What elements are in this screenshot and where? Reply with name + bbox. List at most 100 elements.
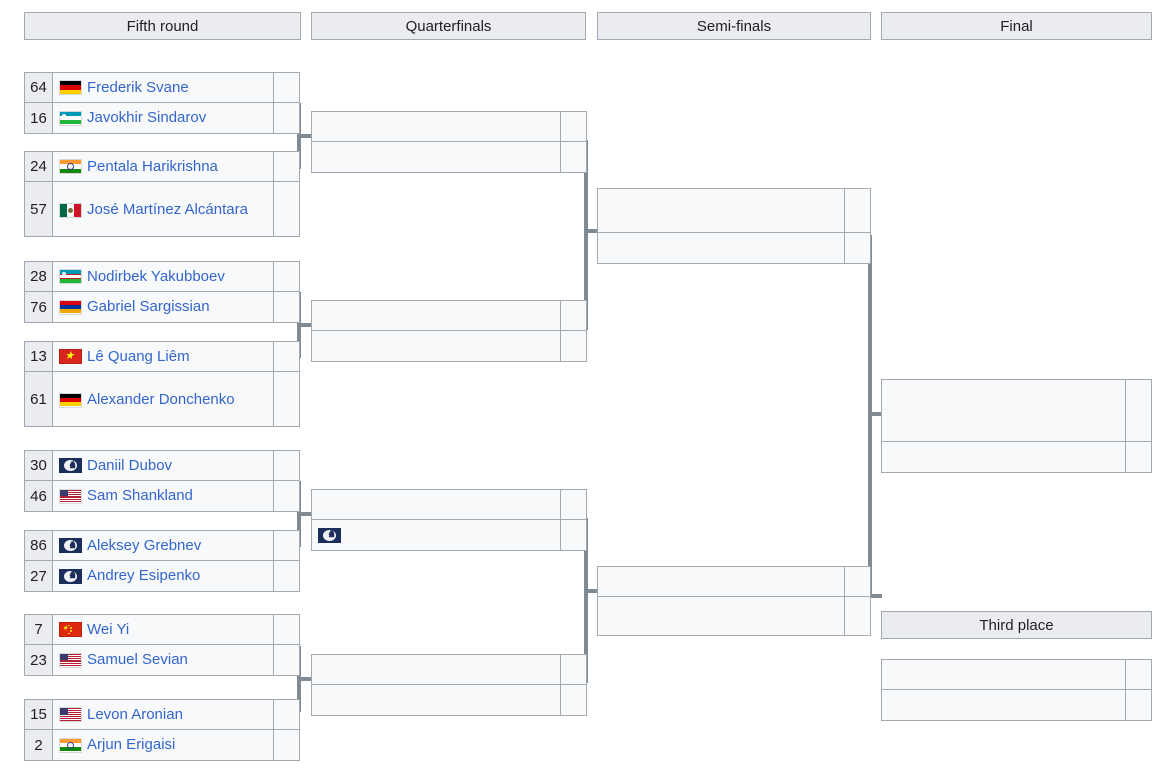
bracket-slot[interactable]: ♞ — [311, 520, 587, 551]
score-cell — [1125, 442, 1151, 472]
bracket-slot[interactable]: 46 Sam Shankland — [24, 481, 300, 512]
bracket-slot[interactable]: 64 Frederik Svane — [24, 72, 300, 103]
bracket-slot[interactable] — [881, 379, 1152, 442]
player-name[interactable]: Javokhir Sindarov — [87, 109, 207, 126]
seed-number: 57 — [25, 182, 53, 236]
player-cell[interactable] — [882, 703, 1125, 707]
player-cell[interactable] — [312, 155, 560, 159]
player-name[interactable]: Lê Quang Liêm — [87, 347, 190, 365]
player-name[interactable]: Sam Shankland — [87, 487, 193, 504]
connector-line — [868, 412, 882, 416]
bracket-slot[interactable] — [311, 142, 587, 173]
connector-line — [868, 594, 882, 598]
bracket-slot[interactable] — [311, 111, 587, 142]
player-name[interactable]: Frederik Svane — [87, 78, 189, 96]
score-cell — [273, 372, 299, 426]
player-name[interactable]: Nodirbek Yakubboev — [87, 267, 225, 285]
player-cell[interactable] — [882, 673, 1125, 677]
player-cell[interactable] — [312, 503, 560, 507]
bracket-slot[interactable]: 2 Arjun Erigaisi — [24, 730, 300, 761]
player-cell[interactable]: ♞ Aleksey Grebnev — [53, 531, 273, 560]
player-name[interactable]: Daniil Dubov — [87, 456, 173, 474]
bracket-slot[interactable] — [311, 489, 587, 520]
player-name[interactable]: Levon Aronian — [87, 705, 183, 723]
bracket-slot[interactable]: 57 José Martínez Alcántara — [24, 182, 300, 237]
score-cell — [560, 685, 586, 715]
player-cell[interactable]: ♞ — [312, 526, 560, 545]
score-cell — [1125, 660, 1151, 689]
bracket-slot[interactable]: 7 ★ Wei Yi — [24, 614, 300, 645]
player-name[interactable]: Samuel Sevian — [87, 651, 188, 668]
player-name[interactable]: Arjun Erigaisi — [87, 736, 176, 753]
player-name[interactable]: Andrey Esipenko — [87, 567, 201, 584]
player-cell[interactable]: Javokhir Sindarov — [53, 103, 273, 133]
player-name[interactable]: Gabriel Sargissian — [87, 298, 210, 315]
bracket-slot[interactable] — [597, 597, 871, 636]
bracket-slot[interactable]: 15 Levon Aronian — [24, 699, 300, 730]
player-cell[interactable] — [598, 580, 844, 584]
seed-number: 46 — [25, 481, 53, 511]
bracket-slot[interactable] — [881, 690, 1152, 721]
flag-germany-icon — [59, 80, 82, 95]
player-cell[interactable] — [882, 455, 1125, 459]
player-cell[interactable]: ★ Wei Yi — [53, 615, 273, 644]
match-fifth-round-2: 24 Pentala Harikrishna 57 José Martínez … — [24, 151, 300, 237]
bracket-slot[interactable]: 61 Alexander Donchenko — [24, 372, 300, 427]
bracket-slot[interactable]: 27 ♞ Andrey Esipenko — [24, 561, 300, 592]
player-cell[interactable]: Sam Shankland — [53, 481, 273, 511]
player-cell[interactable]: José Martínez Alcántara — [53, 182, 273, 236]
player-cell[interactable] — [312, 125, 560, 129]
player-cell[interactable]: Gabriel Sargissian — [53, 292, 273, 322]
bracket-slot[interactable]: 86 ♞ Aleksey Grebnev — [24, 530, 300, 561]
bracket-slot[interactable] — [597, 233, 871, 264]
bracket-slot[interactable]: 30 ♞ Daniil Dubov — [24, 450, 300, 481]
score-cell — [273, 645, 299, 675]
bracket-slot[interactable]: 13 ★ Lê Quang Liêm — [24, 341, 300, 372]
player-name[interactable]: José Martínez Alcántara — [87, 201, 248, 218]
player-cell[interactable]: Levon Aronian — [53, 700, 273, 729]
player-cell[interactable] — [598, 614, 844, 618]
flag-united-states-icon — [59, 707, 82, 722]
bracket-slot[interactable] — [881, 659, 1152, 690]
player-cell[interactable]: Alexander Donchenko — [53, 372, 273, 426]
player-cell[interactable]: Frederik Svane — [53, 73, 273, 102]
player-cell[interactable] — [312, 668, 560, 672]
flag-fide-icon: ♞ — [318, 527, 341, 543]
player-name[interactable]: Wei Yi — [87, 620, 130, 638]
player-cell[interactable]: ★ Lê Quang Liêm — [53, 342, 273, 371]
player-cell[interactable] — [598, 246, 844, 250]
bracket-slot[interactable] — [311, 685, 587, 716]
bracket-slot[interactable]: 28 Nodirbek Yakubboev — [24, 261, 300, 292]
player-cell[interactable] — [598, 209, 844, 213]
score-cell — [273, 262, 299, 291]
player-name[interactable]: Pentala Harikrishna — [87, 157, 218, 175]
bracket-slot[interactable] — [311, 300, 587, 331]
player-cell[interactable]: ♞ Daniil Dubov — [53, 451, 273, 480]
player-name[interactable]: Aleksey Grebnev — [87, 536, 202, 554]
flag-fide-icon: ♞ — [59, 538, 82, 553]
player-cell[interactable]: Samuel Sevian — [53, 645, 273, 675]
bracket-slot[interactable] — [597, 566, 871, 597]
player-cell[interactable] — [312, 344, 560, 348]
bracket-slot[interactable]: 24 Pentala Harikrishna — [24, 151, 300, 182]
player-cell[interactable]: ♞ Andrey Esipenko — [53, 561, 273, 591]
score-cell — [844, 233, 870, 263]
round-header-fifth-round: Fifth round — [24, 12, 301, 40]
bracket-slot[interactable]: 23 Samuel Sevian — [24, 645, 300, 676]
player-cell[interactable]: Arjun Erigaisi — [53, 730, 273, 760]
bracket-slot[interactable] — [311, 331, 587, 362]
player-name[interactable]: Alexander Donchenko — [87, 391, 235, 408]
player-cell[interactable]: Pentala Harikrishna — [53, 152, 273, 181]
bracket-slot[interactable] — [881, 442, 1152, 473]
player-cell[interactable] — [882, 409, 1125, 413]
bracket-slot[interactable] — [597, 188, 871, 233]
player-cell[interactable] — [312, 698, 560, 702]
match-fifth-round-6: 86 ♞ Aleksey Grebnev 27 ♞ Andrey Esipenk… — [24, 530, 300, 592]
bracket-slot[interactable]: 16 Javokhir Sindarov — [24, 103, 300, 134]
player-cell[interactable]: Nodirbek Yakubboev — [53, 262, 273, 291]
bracket-slot[interactable]: 76 Gabriel Sargissian — [24, 292, 300, 323]
connector-line — [297, 512, 311, 516]
player-cell[interactable] — [312, 314, 560, 318]
bracket-slot[interactable] — [311, 654, 587, 685]
